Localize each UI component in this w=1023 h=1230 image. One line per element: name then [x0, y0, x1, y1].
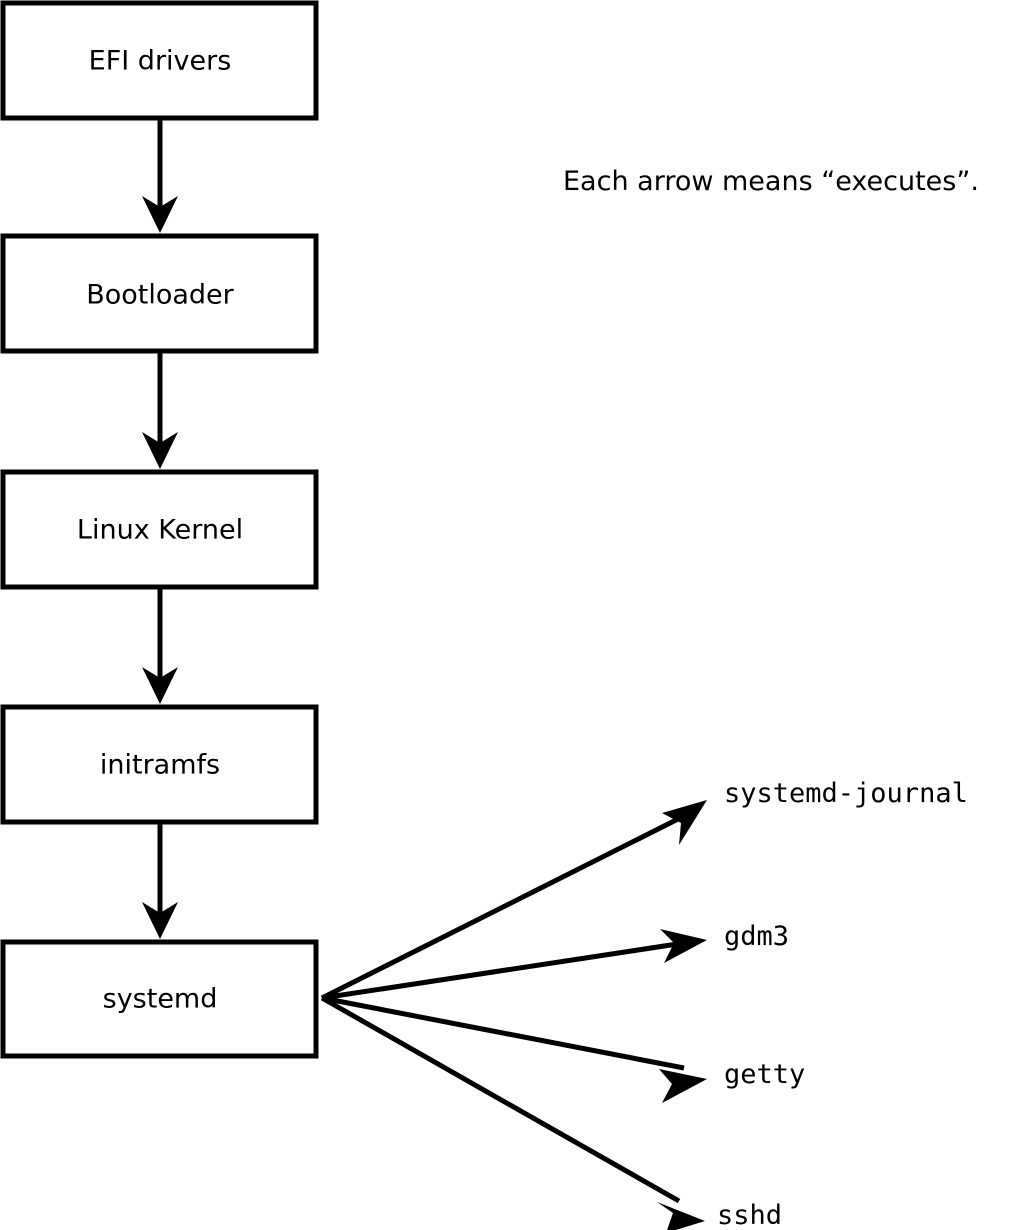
- connector-bootloader-to-kernel: [142, 353, 178, 469]
- fanout-systemd-to-sshd: [320, 995, 705, 1230]
- box-label-linux-kernel: Linux Kernel: [77, 515, 243, 546]
- service-label-sshd: sshd: [717, 1200, 782, 1230]
- box-label-initramfs: initramfs: [100, 750, 220, 781]
- box-efi-drivers[interactable]: EFI drivers: [0, 0, 319, 121]
- box-label-systemd: systemd: [103, 984, 218, 1015]
- box-linux-kernel[interactable]: Linux Kernel: [0, 469, 319, 590]
- diagram-caption: Each arrow means “executes”.: [563, 166, 979, 197]
- connector-efi-to-bootloader: [142, 119, 178, 233]
- service-label-gdm3: gdm3: [724, 921, 789, 952]
- connector-initramfs-to-systemd: [142, 824, 178, 939]
- box-label-bootloader: Bootloader: [86, 280, 234, 311]
- service-label-systemd-journal: systemd-journal: [724, 778, 968, 809]
- box-systemd[interactable]: systemd: [0, 939, 319, 1059]
- box-bootloader[interactable]: Bootloader: [0, 233, 319, 354]
- fanout-systemd-to-getty: [321, 995, 707, 1103]
- fanout-systemd-to-systemd-journal: [320, 800, 707, 1001]
- connector-kernel-to-initramfs: [142, 589, 178, 704]
- box-initramfs[interactable]: initramfs: [0, 704, 319, 825]
- fanout-systemd-to-gdm3: [321, 929, 707, 1001]
- service-label-getty: getty: [724, 1059, 805, 1090]
- box-label-efi-drivers: EFI drivers: [89, 46, 232, 77]
